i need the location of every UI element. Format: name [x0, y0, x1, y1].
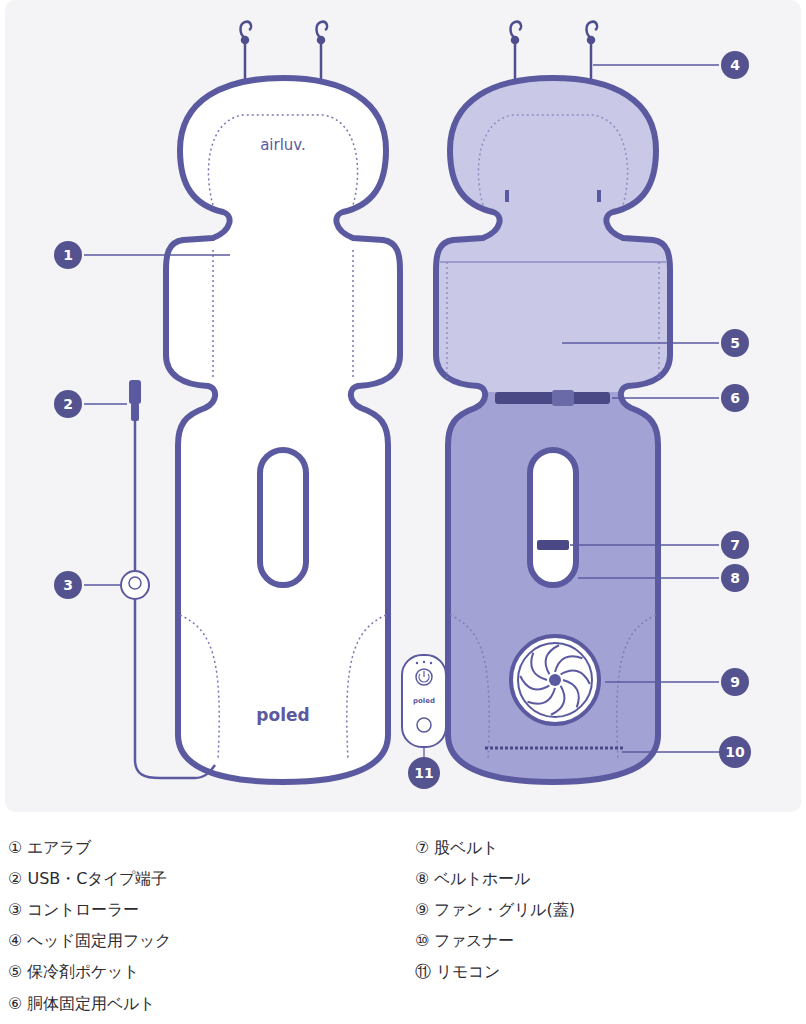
callout-circle: 10: [719, 736, 751, 768]
callout-number: 5: [730, 336, 740, 350]
remote-control: [402, 655, 446, 747]
callout-circle: 11: [408, 757, 440, 789]
callout-circle: 1: [54, 241, 82, 269]
callout-number: 11: [414, 766, 433, 780]
callout-number: 4: [730, 58, 740, 72]
logo-text: poled: [413, 697, 435, 705]
callout-circle: 8: [721, 564, 749, 592]
callout-number: 9: [730, 675, 740, 689]
callout-circle: 6: [721, 384, 749, 412]
fan-grill: [511, 636, 599, 724]
part-name: ⑩ ファスナー: [415, 931, 514, 950]
part-name: ⑥ 胴体固定用ベルト: [8, 994, 155, 1013]
part-name: ④ ヘッド固定用フック: [8, 931, 171, 950]
back-mat: [420, 22, 700, 792]
callout-circle: 5: [721, 329, 749, 357]
leader-lines: [84, 65, 719, 757]
callout-circle: 9: [721, 668, 749, 696]
logo-text: poled: [256, 705, 309, 725]
part-name: ⑪ リモコン: [415, 962, 500, 981]
callout-number: 6: [730, 391, 740, 405]
callout-number: 10: [725, 745, 744, 759]
callout-number: 7: [730, 538, 740, 552]
part-name: ⑨ ファン・グリル(蓋): [415, 900, 575, 919]
callout-circle: 7: [721, 531, 749, 559]
part-name: ⑤ 保冷剤ポケット: [8, 962, 139, 981]
callout-number: 3: [63, 578, 73, 592]
callout-number: 2: [63, 397, 73, 411]
callout-circle: 4: [721, 51, 749, 79]
part-name: ⑧ ベルトホール: [415, 869, 530, 888]
part-name: ③ コントローラー: [8, 900, 139, 919]
callout-number: 1: [63, 248, 73, 262]
zipper: [485, 747, 625, 750]
front-mat: [166, 22, 400, 782]
callout-circle: 2: [54, 390, 82, 418]
callout-number: 8: [730, 571, 740, 585]
part-name: ① エアラブ: [8, 838, 91, 857]
crotch-belt: [537, 540, 569, 550]
usb-cord: [121, 380, 215, 778]
logo-text: airluv.: [260, 136, 306, 154]
callout-circle: 3: [54, 571, 82, 599]
part-name: ② USB・Cタイプ端子: [8, 869, 167, 888]
part-name: ⑦ 股ベルト: [415, 838, 498, 857]
background-panel: [5, 0, 801, 812]
